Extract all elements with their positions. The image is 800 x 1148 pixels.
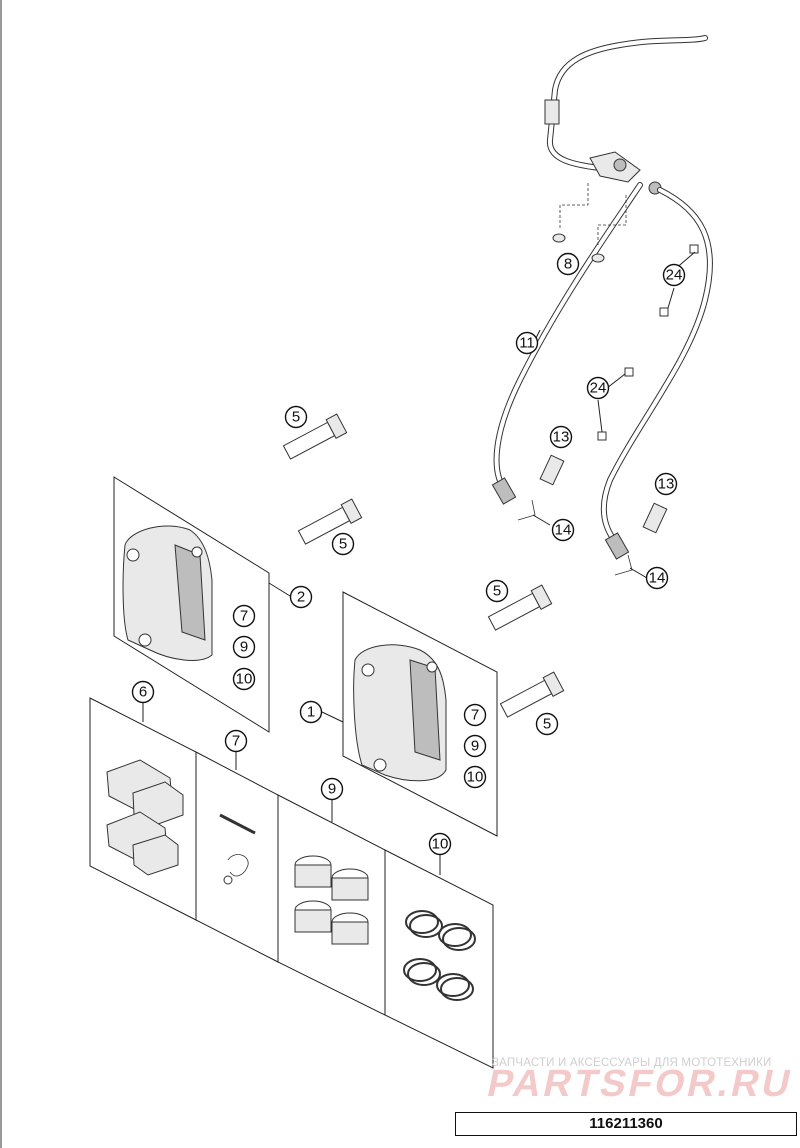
retaining-clip	[223, 875, 233, 885]
hose-clip-lower	[597, 431, 607, 441]
callout-5-d-label: 5	[543, 716, 551, 733]
callout-9-a: 9	[232, 635, 256, 659]
callout-13-b-label: 13	[658, 476, 675, 493]
callout-7-b-label: 7	[471, 707, 479, 724]
pin-3	[487, 584, 553, 631]
brake-pad-4	[132, 834, 179, 876]
callout-14-a-label: 14	[555, 522, 572, 539]
piston-set	[294, 855, 369, 945]
callout-5-b: 5	[331, 532, 355, 556]
callout-9-b: 9	[463, 734, 487, 758]
hose-clip-upper	[624, 367, 634, 377]
callout-10-b-label: 10	[467, 769, 484, 786]
pad-pin	[219, 813, 256, 835]
callout-14-b: 14	[645, 566, 669, 590]
callout-13-b: 13	[654, 472, 678, 496]
callout-6-label: 6	[139, 684, 147, 701]
hose-end-fitting-left	[491, 477, 517, 505]
callout-7-c: 7	[224, 729, 248, 753]
caliper-bridge-right	[409, 659, 441, 761]
callout-9-b-label: 9	[471, 738, 479, 755]
callout-7-c-label: 7	[232, 733, 240, 750]
callout-5-b-label: 5	[339, 536, 347, 553]
hose-clip-top	[689, 244, 699, 254]
callout-24-b-label: 24	[590, 380, 607, 397]
callout-2-label: 2	[297, 589, 305, 606]
callout-7-b: 7	[463, 703, 487, 727]
seal-rings	[403, 910, 476, 1001]
callout-24-b: 24	[586, 376, 610, 400]
callout-7-a-label: 7	[240, 608, 248, 625]
callout-9-a-label: 9	[240, 639, 248, 656]
callout-7-a: 7	[232, 604, 256, 628]
pin-1	[282, 413, 348, 460]
callout-10-b: 10	[463, 765, 487, 789]
caliper-panel-left	[113, 476, 291, 733]
watermark-tagline: ЗАПЧАСТИ И АКСЕССУАРЫ ДЛЯ МОТОТЕХНИКИ	[492, 1057, 772, 1069]
screw-left	[552, 233, 566, 243]
callout-10-a: 10	[232, 667, 256, 691]
callout-6: 6	[131, 680, 155, 704]
hose-clip-mid	[659, 307, 669, 317]
watermark-logo: PARTSFOR.RU	[483, 1063, 798, 1105]
callout-5-a: 5	[284, 405, 308, 429]
pin-2	[297, 498, 363, 545]
caliper-panel-right	[321, 591, 498, 837]
pad-kit-panel	[89, 697, 197, 921]
pin-4	[499, 671, 565, 718]
callout-14-a: 14	[551, 518, 575, 542]
callout-5-a-label: 5	[292, 409, 300, 426]
copper-washer-right	[614, 554, 633, 576]
callout-2: 2	[289, 585, 313, 609]
callout-5-c: 5	[485, 579, 509, 603]
callout-1-label: 1	[307, 704, 315, 721]
callout-5-d: 5	[535, 712, 559, 736]
pin-kit-panel	[195, 751, 279, 963]
spring-clip	[227, 854, 249, 877]
callout-10-a-label: 10	[236, 671, 253, 688]
callout-14-b-label: 14	[649, 570, 666, 587]
caliper-pins	[282, 413, 565, 718]
callout-9-c: 9	[320, 777, 344, 801]
bleed-valve-left	[539, 454, 565, 486]
callout-13-a-label: 13	[553, 429, 570, 446]
callout-8-label: 8	[564, 256, 572, 273]
callout-11-label: 11	[519, 335, 535, 352]
callout-13-a: 13	[549, 425, 573, 449]
junction-bolt-head	[613, 158, 627, 172]
callout-24-a: 24	[662, 263, 686, 287]
hose-end-fitting-right	[604, 532, 630, 560]
copper-washer-left	[517, 499, 536, 521]
callout-9-c-label: 9	[328, 781, 336, 798]
callout-24-a-label: 24	[666, 267, 683, 284]
callout-10-c: 10	[428, 832, 452, 856]
callout-5-c-label: 5	[493, 583, 501, 600]
bleed-valve-right	[642, 502, 668, 534]
callout-11: 11	[515, 331, 539, 355]
callout-1: 1	[299, 700, 323, 724]
brake-hose-assembly	[491, 35, 713, 579]
screw-right	[591, 253, 605, 263]
ring-kit-panel	[384, 849, 494, 1069]
document-number: 116211360	[455, 1112, 797, 1136]
callout-10-c-label: 10	[432, 836, 449, 853]
seal-kit-panel	[277, 794, 386, 1016]
hose-sleeve	[544, 99, 560, 125]
callout-8: 8	[556, 252, 580, 276]
